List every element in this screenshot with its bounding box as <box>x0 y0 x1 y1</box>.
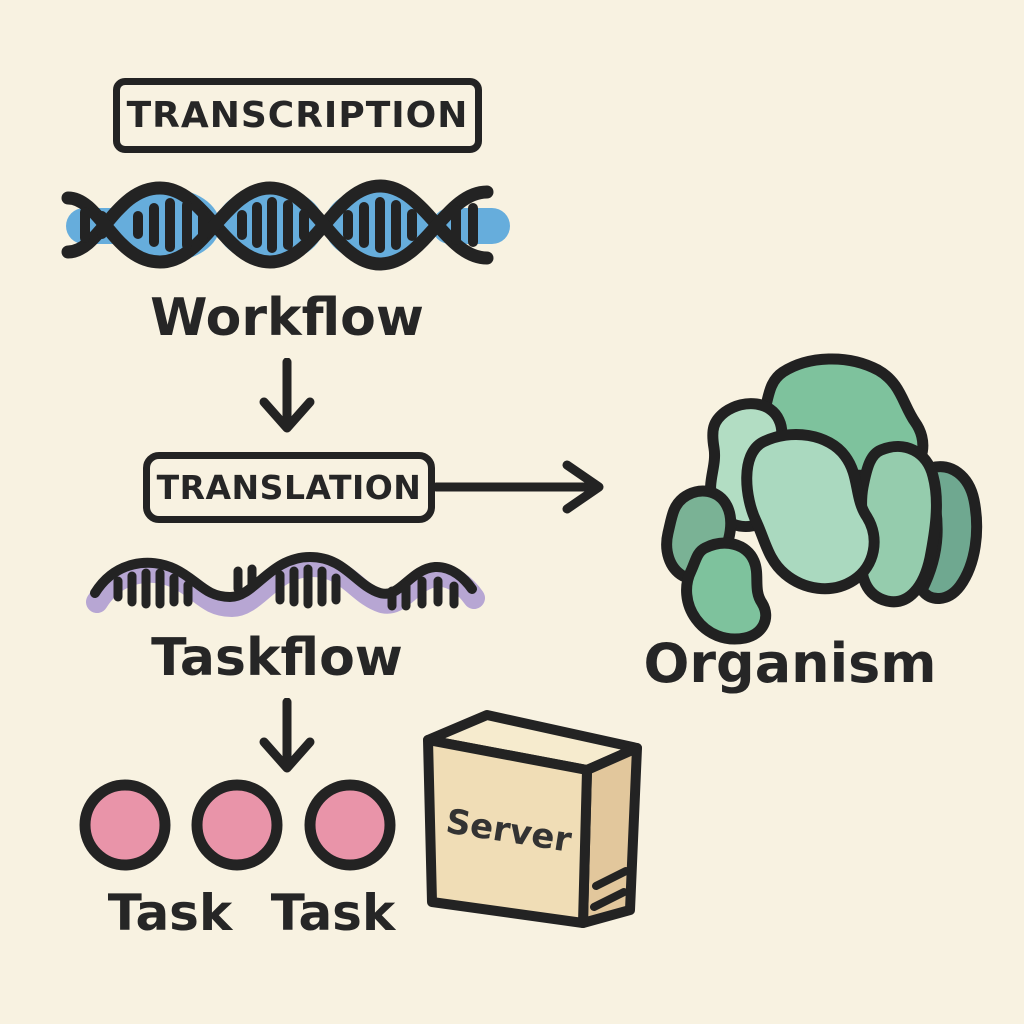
mrna-backbone <box>90 552 477 602</box>
task-circle-2 <box>191 779 283 871</box>
task-circle-3 <box>304 779 396 871</box>
organism-blob-7 <box>681 537 772 645</box>
task-circle-1 <box>79 779 171 871</box>
organism-blob-6 <box>741 429 880 595</box>
translation-step-box: TRANSLATION <box>143 452 435 523</box>
task-label-right: Task <box>270 884 396 942</box>
server-box-icon: Server <box>423 710 642 928</box>
server-vents <box>590 867 630 911</box>
transcription-label: TRANSCRIPTION <box>126 95 469 136</box>
dna-helix-icon <box>61 179 510 271</box>
transcription-step-box: TRANSCRIPTION <box>113 78 482 153</box>
dna-rungs <box>80 197 478 253</box>
taskflow-label: Taskflow <box>151 628 403 688</box>
server-front-face <box>423 735 592 928</box>
task-label-left: Task <box>107 884 233 942</box>
organism-blob-5 <box>855 440 942 608</box>
dna-strands <box>61 179 494 271</box>
workflow-label: Workflow <box>150 288 424 348</box>
mrna-ticks <box>113 564 459 611</box>
arrow-down-icon <box>259 698 315 773</box>
task-circles-icon <box>79 779 396 871</box>
arrow-right-icon <box>432 460 604 514</box>
mrna-strand-icon <box>86 552 485 618</box>
arrow-down-icon <box>259 358 315 433</box>
translation-label: TRANSLATION <box>156 468 422 507</box>
organism-label: Organism <box>643 632 937 695</box>
organism-blobs-icon <box>661 353 983 645</box>
